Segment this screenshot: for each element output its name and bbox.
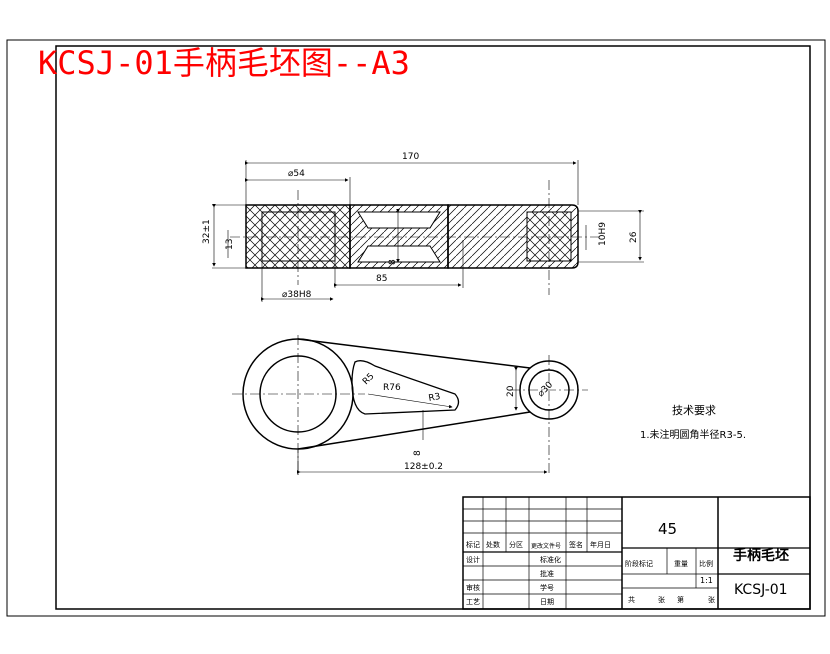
rev-label-doc: 更改文件号 (531, 543, 562, 550)
label-stage: 阶段标记 (625, 560, 653, 568)
dim-20: 20 (506, 385, 516, 397)
label-process: 工艺 (466, 598, 480, 606)
label-design: 设计 (466, 556, 480, 564)
dim-r5: R5 (361, 372, 377, 388)
dim-dia38h8: ⌀38H8 (282, 290, 312, 300)
tech-req-line1: 1.未注明圆角半径R3-5. (640, 430, 747, 441)
sheet-total: 共 (628, 596, 635, 604)
label-approve: 批准 (540, 570, 554, 578)
rev-label-mark: 标记 (466, 541, 480, 549)
dim-32: 32±1 (202, 219, 212, 244)
dim-8-plan: 8 (413, 450, 423, 456)
rev-label-zone: 分区 (509, 541, 523, 549)
label-date: 日期 (540, 598, 554, 606)
dim-13: 13 (225, 239, 235, 250)
dim-10h9: 10H9 (598, 222, 608, 246)
sheet-total-unit: 张 (658, 596, 665, 604)
part-name: 手柄毛坯 (733, 548, 789, 564)
dim-r3: R3 (428, 392, 442, 404)
dim-dia30: ⌀30 (536, 380, 555, 399)
rev-label-count: 处数 (486, 541, 500, 549)
dim-r76: R76 (383, 383, 401, 393)
tech-req-heading: 技术要求 (672, 404, 716, 417)
dim-128: 128±0.2 (404, 462, 443, 472)
dim-dia54: ⌀54 (288, 169, 305, 179)
label-scale: 比例 (699, 560, 713, 568)
arm-pocket (351, 360, 460, 415)
dim-26: 26 (629, 231, 639, 243)
sheet-num: 第 (677, 596, 684, 604)
sheet-outer-frame (6, 39, 826, 617)
rev-label-date: 年月日 (590, 541, 611, 549)
label-student-no: 学号 (540, 584, 554, 592)
rev-label-sign: 签名 (569, 541, 583, 549)
section-view: 170 ⌀54 32±1 13 8 85 ⌀38H8 10H9 26 (202, 152, 644, 302)
label-weight: 重量 (674, 560, 688, 568)
label-review: 审核 (466, 584, 480, 592)
dim-8-web: 8 (388, 259, 398, 265)
sheet-num-unit: 张 (708, 596, 715, 604)
material-value: 45 (658, 520, 678, 538)
dim-170: 170 (402, 152, 419, 162)
label-standard: 标准化 (540, 556, 561, 564)
dim-85: 85 (376, 274, 387, 284)
drawing-number: KCSJ-01 (734, 582, 788, 598)
title-block (462, 496, 811, 610)
scale-value: 1:1 (700, 576, 713, 585)
plan-view: R76 R5 R3 20 ⌀30 8 128±0.2 (232, 335, 588, 475)
drawing-title: KCSJ-01手柄毛坯图--A3 (38, 44, 410, 82)
sheet-inner-frame (55, 45, 811, 610)
